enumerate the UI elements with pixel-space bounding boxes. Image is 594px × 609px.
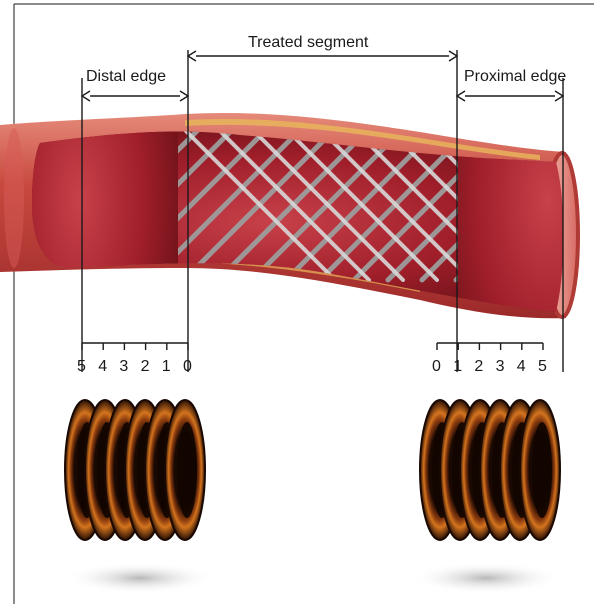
oct-pullback-proximal xyxy=(420,400,560,540)
proximal-tick-label: 4 xyxy=(517,358,526,376)
distal-tick-label: 5 xyxy=(77,358,86,376)
proximal-tick-label: 3 xyxy=(496,358,505,376)
vessel xyxy=(0,0,594,400)
distal-edge-label: Distal edge xyxy=(86,68,166,86)
tick-marks xyxy=(82,343,543,350)
stent-mesh xyxy=(0,0,594,400)
proximal-tick-label: 5 xyxy=(538,358,547,376)
treated-segment-label: Treated segment xyxy=(248,34,368,52)
distal-tick-label: 4 xyxy=(98,358,107,376)
shadow-proximal xyxy=(411,562,561,594)
shadow-distal xyxy=(65,562,215,594)
distal-tick-label: 1 xyxy=(162,358,171,376)
oct-frame-lumen xyxy=(532,422,552,518)
proximal-tick-label: 1 xyxy=(453,358,462,376)
oct-frame-lumen xyxy=(177,422,197,518)
proximal-tick-label: 2 xyxy=(474,358,483,376)
oct-pullback-distal xyxy=(65,400,205,540)
distal-tick-label: 3 xyxy=(119,358,128,376)
proximal-tick-label: 0 xyxy=(432,358,441,376)
distal-tick-label: 0 xyxy=(183,358,192,376)
distal-tick-label: 2 xyxy=(141,358,150,376)
proximal-edge-label: Proximal edge xyxy=(464,68,566,86)
stent-strut xyxy=(588,125,594,280)
vessel-opening-distal xyxy=(4,128,24,268)
